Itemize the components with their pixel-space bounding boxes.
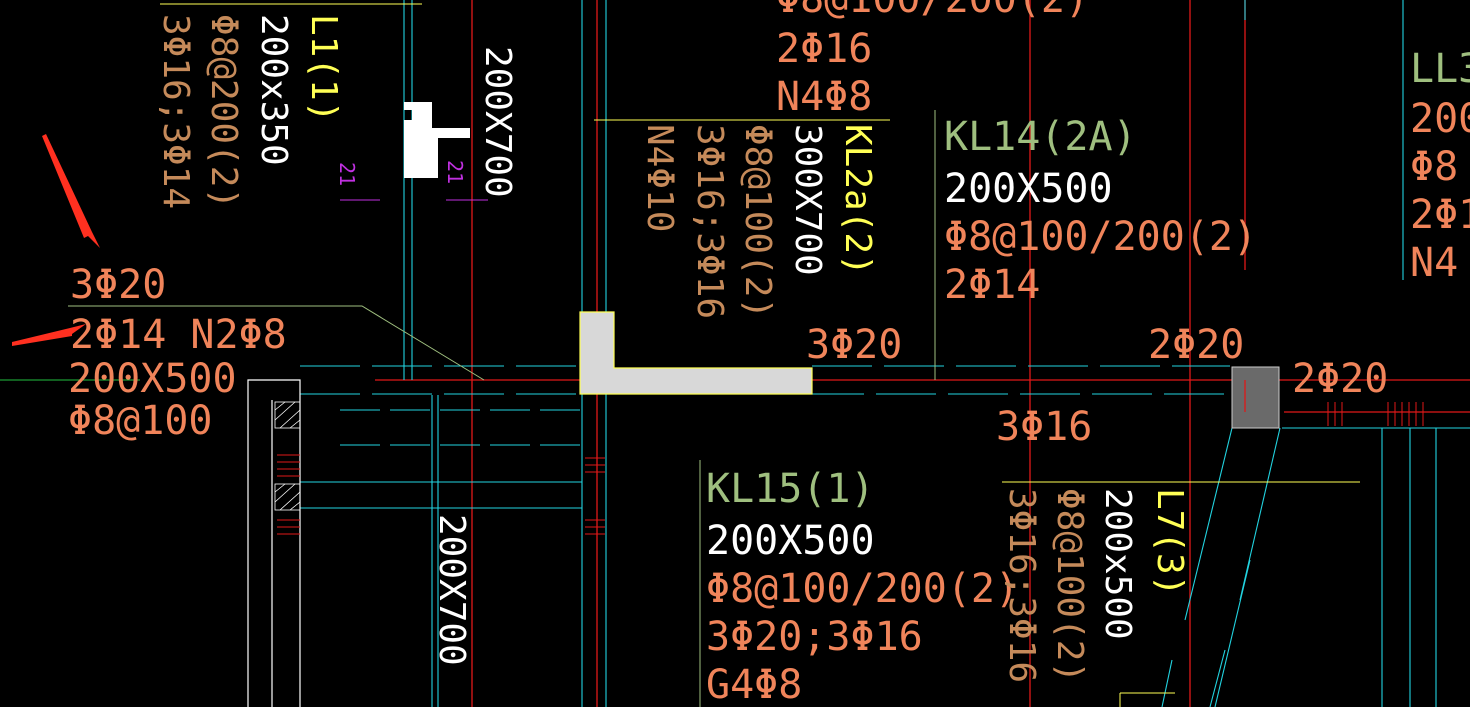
kl15-name: KL15(1) xyxy=(706,466,875,512)
mid-rebar-label: 3Φ20 xyxy=(806,322,902,368)
kl14-name: KL14(2A) xyxy=(944,114,1137,160)
green-leaders xyxy=(0,110,936,707)
arrow-icon xyxy=(12,324,86,346)
ll3-stirrup: Φ8 xyxy=(1410,144,1458,190)
mark-21a-label: 21 xyxy=(335,162,359,186)
ll3-rebar: 2Φ1 xyxy=(1410,192,1470,238)
ll3-annotation[interactable]: LL3 200 Φ8 2Φ1 N4 xyxy=(1410,46,1470,286)
axis-lines xyxy=(375,0,1470,707)
ll3-size: 200 xyxy=(1410,96,1470,142)
beam-edge xyxy=(1161,659,1173,707)
kl2a-name: KL2a(2) xyxy=(837,124,878,276)
hatch-block xyxy=(274,483,301,511)
beam-edge xyxy=(1214,559,1251,707)
wall-outline xyxy=(247,379,301,707)
beam-edge xyxy=(1239,427,1281,601)
l1-name: L1(1) xyxy=(303,14,344,122)
kl15-rebar: 3Φ20;3Φ16 xyxy=(706,614,923,660)
top-partial-stirrup: Φ8@100/200(2) xyxy=(776,0,1089,22)
kl14-stirrup: Φ8@100/200(2) xyxy=(944,214,1257,260)
kl14-annotation[interactable]: KL14(2A) 200X500 Φ8@100/200(2) 2Φ14 xyxy=(944,114,1257,308)
l7-size: 200x500 xyxy=(1097,488,1138,640)
l1-size: 200x350 xyxy=(253,14,294,166)
column-section-white xyxy=(404,102,470,178)
l7-stirrup: Φ8@100(2) xyxy=(1049,488,1090,683)
section-mark-21a: 21 xyxy=(335,162,380,201)
left-beam-size: 200X500 xyxy=(68,356,237,402)
bottom-rebar-label: 3Φ16 xyxy=(996,404,1092,450)
left-beam-annotation[interactable]: 3Φ20 2Φ14 N2Φ8 200X500 Φ8@100 xyxy=(68,262,287,444)
kl2a-stirrup: Φ8@100(2) xyxy=(737,124,778,319)
l7-annotation[interactable]: L7(3) 200x500 Φ8@100(2) 3Φ16;3Φ16 xyxy=(1001,488,1190,683)
l1-stirrup: Φ8@200(2) xyxy=(203,14,244,209)
wall-edge xyxy=(247,379,301,707)
kl2a-waist: N4Φ10 xyxy=(639,124,680,232)
section-mark-21b: 21 xyxy=(443,160,488,201)
l1-annotation[interactable]: L1(1) 200x350 Φ8@200(2) 3Φ16;3Φ14 xyxy=(155,14,344,209)
arrow-icon xyxy=(42,134,100,248)
col-top-size: 200X700 xyxy=(477,46,518,198)
kl15-stirrup: Φ8@100/200(2) xyxy=(706,566,1019,612)
left-beam-main-rebar: 2Φ14 N2Φ8 xyxy=(70,312,287,358)
kl15-waist: G4Φ8 xyxy=(706,662,802,707)
col-bottom-size: 200X700 xyxy=(431,514,472,666)
l7-rebar: 3Φ16;3Φ16 xyxy=(1001,488,1042,683)
kl14-size: 200X500 xyxy=(944,166,1113,212)
left-beam-top-rebar: 3Φ20 xyxy=(70,262,166,308)
ll3-waist: N4 xyxy=(1410,240,1458,286)
top-partial-waist: N4Φ8 xyxy=(776,74,872,120)
column-section-gray xyxy=(579,311,813,395)
ll3-name: LL3 xyxy=(1410,46,1470,92)
l7-name: L7(3) xyxy=(1149,488,1190,596)
column-section-dark xyxy=(1231,366,1280,429)
beam-edge xyxy=(1209,649,1226,707)
kl2a-rebar: 3Φ16;3Φ16 xyxy=(689,124,730,319)
hatch-blocks xyxy=(274,401,301,511)
l1-rebar: 3Φ16;3Φ14 xyxy=(155,14,196,209)
right-rebar-label-b: 2Φ20 xyxy=(1292,356,1388,402)
hatch-block xyxy=(274,401,301,429)
rebar-ticks xyxy=(277,402,1424,535)
right-rebar-label-a: 2Φ20 xyxy=(1148,322,1244,368)
pointer-arrows xyxy=(12,134,100,346)
kl2a-annotation[interactable]: KL2a(2) 300X700 Φ8@100(2) 3Φ16;3Φ16 N4Φ1… xyxy=(639,124,878,319)
mark-21b-label: 21 xyxy=(443,160,467,184)
top-partial-annotation[interactable]: Φ8@100/200(2) 2Φ16 N4Φ8 xyxy=(776,0,1089,120)
leader-line xyxy=(68,305,485,381)
kl15-size: 200X500 xyxy=(706,518,875,564)
kl14-rebar: 2Φ14 xyxy=(944,262,1040,308)
leader-lines xyxy=(160,3,1360,707)
kl15-annotation[interactable]: KL15(1) 200X500 Φ8@100/200(2) 3Φ20;3Φ16 … xyxy=(706,466,1019,707)
kl2a-size: 300X700 xyxy=(787,124,828,276)
left-beam-stirrup: Φ8@100 xyxy=(68,398,213,444)
beam-edge xyxy=(1184,427,1233,621)
top-partial-rebar: 2Φ16 xyxy=(776,26,872,72)
